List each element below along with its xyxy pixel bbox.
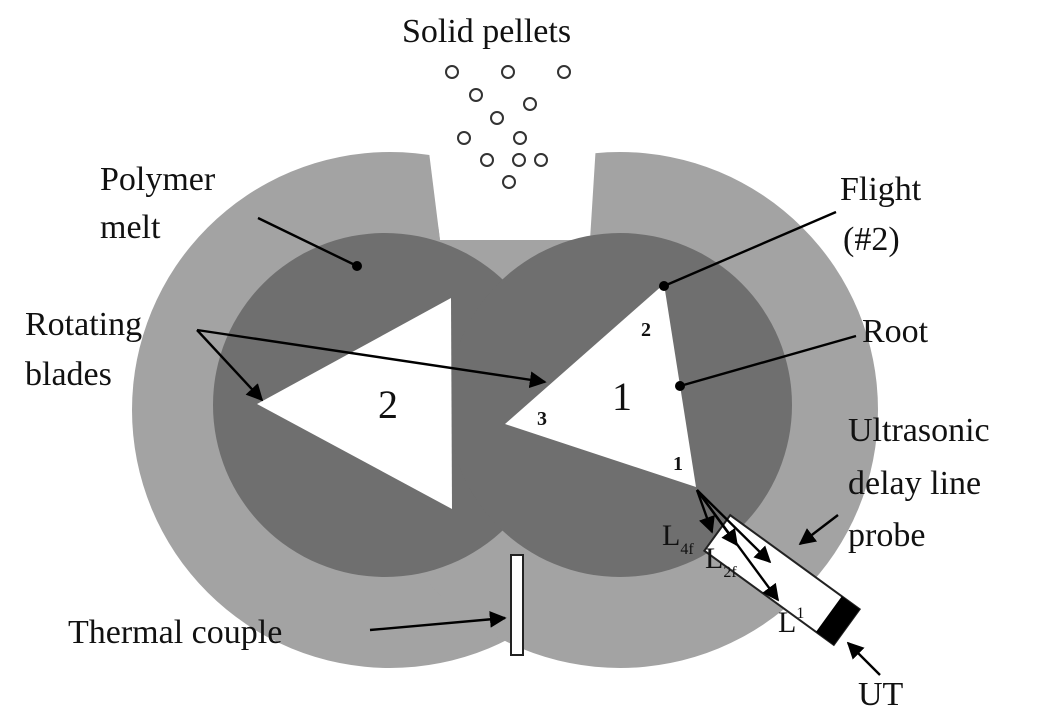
blades-label: blades (25, 356, 112, 393)
pellet (557, 65, 571, 79)
rotating-blades-leader-left (196, 329, 264, 402)
pellet (469, 88, 483, 102)
echo-l2f-b (696, 489, 772, 564)
l1-main: L (778, 606, 796, 639)
rotating-blades-leader-right (196, 328, 547, 389)
ultrasonic-transducer (815, 596, 860, 645)
flight-leader (663, 210, 837, 288)
root-label: Root (862, 313, 929, 350)
pellet (457, 131, 471, 145)
solid-pellets-label: Solid pellets (402, 13, 571, 50)
solid-pellets (445, 65, 571, 189)
thermal-couple-label: Thermal couple (68, 614, 282, 651)
blade-left-number: 2 (378, 382, 398, 427)
l1-superscript: 1 (796, 605, 804, 622)
ultrasonic-echo-paths (695, 489, 779, 602)
polymer-melt-leader (257, 216, 358, 268)
ut-leader (846, 641, 881, 676)
l4f-label: L4f (662, 519, 694, 558)
root-dot (675, 381, 685, 391)
flight-number-label: (#2) (843, 221, 900, 258)
pellet (534, 153, 548, 167)
probe-label: probe (848, 517, 925, 554)
l2f-label: L2f (705, 542, 737, 581)
root-leader (679, 334, 857, 388)
rotating-label: Rotating (25, 306, 142, 343)
blade-corner-bottom: 1 (673, 453, 683, 475)
flight-dot (659, 281, 669, 291)
polymer-melt-dot (352, 261, 362, 271)
polymer-label: Polymer (100, 161, 216, 198)
echo-l1 (696, 489, 779, 602)
flight-label: Flight (840, 171, 922, 208)
blade-corner-left: 3 (537, 408, 547, 430)
pellet (490, 111, 504, 125)
pellet (512, 153, 526, 167)
l1-label: L1 (778, 605, 804, 639)
blade-right-number: 1 (612, 374, 632, 419)
rotating-blade-left (257, 298, 452, 509)
pellet (445, 65, 459, 79)
melt-label: melt (100, 209, 161, 246)
thermal-couple-probe (510, 554, 524, 656)
echo-l4f (695, 489, 715, 534)
l4f-main: L (662, 519, 680, 552)
l2f-main: L (705, 542, 723, 575)
l4f-subscript: 4f (680, 541, 694, 558)
thermal-couple-leader (369, 610, 507, 632)
delay-line-label: delay line (848, 465, 981, 502)
ultrasonic-label: Ultrasonic (848, 412, 990, 449)
pellet (501, 65, 515, 79)
pellet (513, 131, 527, 145)
ut-label: UT (858, 676, 904, 713)
pellet (523, 97, 537, 111)
blade-corner-top: 2 (641, 319, 651, 341)
probe-leader (798, 514, 839, 546)
pellet (502, 175, 516, 189)
pellet (480, 153, 494, 167)
l2f-subscript: 2f (723, 564, 737, 581)
rotating-blade-right (505, 284, 696, 487)
